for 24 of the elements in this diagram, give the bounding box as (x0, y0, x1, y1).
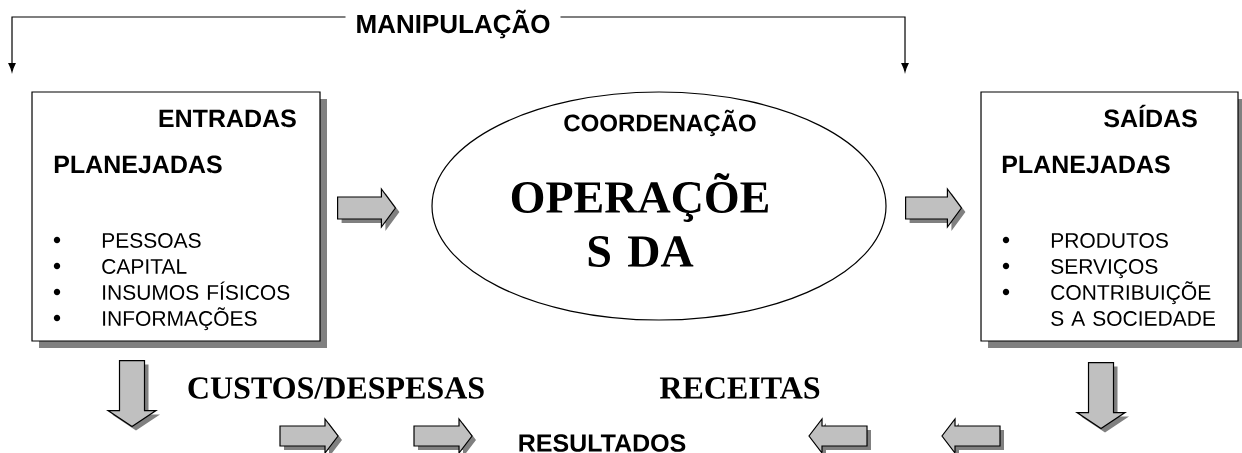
text-box (980, 91, 1242, 348)
list-item: INFORMAÇÕES (103, 307, 257, 331)
flow-label: RECEITAS (659, 377, 820, 399)
box-title: ENTRADAS (159, 109, 296, 128)
block-arrow (106, 360, 160, 431)
flow-label: CUSTOS/DESPESAS (188, 377, 484, 399)
ellipse (431, 91, 887, 321)
text-box (31, 91, 327, 348)
list-item: CONTRIBUIÇÕE S A SOCIEDADE (1051, 281, 1215, 326)
block-arrow (905, 187, 966, 231)
block-arrow (337, 187, 400, 231)
box-title: SAÍDAS (1104, 104, 1197, 128)
list-item: PRODUTOS (1051, 233, 1168, 248)
box-subtitle: PLANEJADAS (1002, 155, 1170, 174)
box-subtitle: PLANEJADAS (54, 155, 222, 174)
block-arrow (1075, 362, 1129, 433)
list-item: PESSOAS (102, 233, 201, 248)
bracket-label: MANIPULAÇÃO (345, 9, 561, 39)
result-label: RESULTADOS (519, 434, 686, 452)
list-item: CAPITAL (102, 259, 187, 274)
ellipse-text: OPERAÇÕE S DA (511, 173, 768, 267)
list-item: INSUMOS FÍSICOS (103, 281, 290, 300)
arc-text: COORDENAÇÃO (564, 109, 756, 137)
list-item: SERVIÇOS (1051, 259, 1158, 279)
